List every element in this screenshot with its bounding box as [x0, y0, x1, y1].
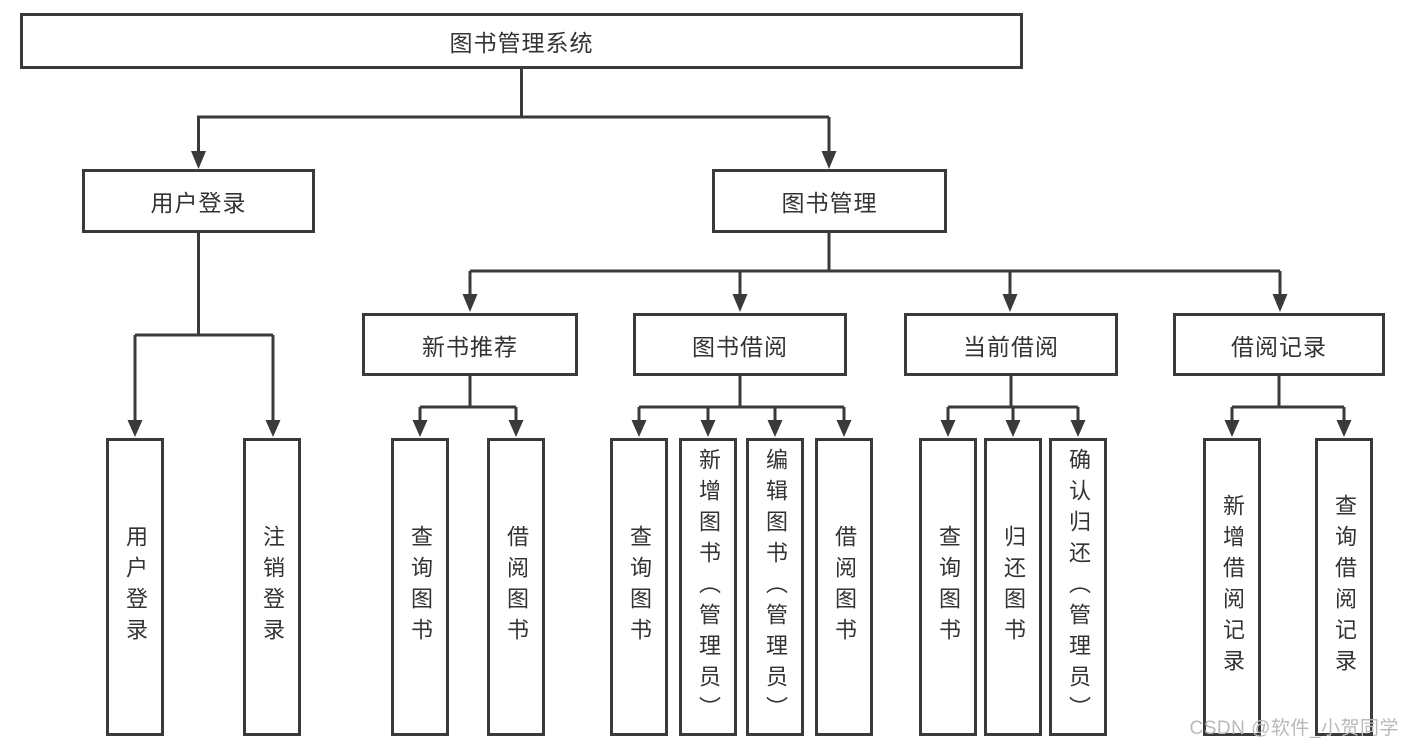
leaf-borrow-books: 借阅图书: [815, 438, 873, 736]
leaf-user-login-label: 用户登录: [123, 525, 148, 649]
node-user-login-label: 用户登录: [150, 190, 247, 216]
leaf-query-books-current-label: 查询图书: [936, 525, 961, 649]
leaf-query-books-recommend: 查询图书: [391, 438, 449, 736]
arrowhead-borrowing-records: [1272, 294, 1288, 312]
node-book-management-label: 图书管理: [781, 190, 878, 216]
leaf-confirm-return-admin-label: 确认归还（管理员）: [1066, 447, 1091, 727]
arrowhead-add-borrow-record: [1224, 420, 1240, 437]
node-borrowing-records: 借阅记录: [1173, 313, 1385, 376]
leaf-logout-label: 注销登录: [260, 525, 285, 649]
arrowhead-user-login: [191, 151, 206, 169]
arrowhead-borrow-books-recommend: [508, 420, 524, 437]
leaf-borrow-books-recommend-label: 借阅图书: [504, 525, 529, 649]
node-book-borrowing: 图书借阅: [633, 313, 847, 376]
leaf-query-books-borrow-label: 查询图书: [627, 525, 652, 649]
arrowhead-confirm-return-admin: [1070, 420, 1086, 437]
leaf-add-books-admin: 新增图书（管理员）: [679, 438, 737, 736]
node-book-management: 图书管理: [712, 169, 947, 233]
arrowhead-edit-books-admin: [767, 420, 783, 437]
node-book-borrowing-label: 图书借阅: [692, 333, 788, 360]
leaf-query-books-recommend-label: 查询图书: [408, 525, 433, 649]
arrowhead-query-books-current: [940, 420, 956, 437]
node-borrowing-records-label: 借阅记录: [1231, 333, 1327, 360]
leaf-query-books-borrow: 查询图书: [610, 438, 668, 736]
arrowhead-return-books: [1005, 420, 1021, 437]
leaf-add-borrow-record-label: 新增借阅记录: [1220, 494, 1245, 680]
leaf-query-books-current: 查询图书: [919, 438, 977, 736]
leaf-query-borrow-record-label: 查询借阅记录: [1332, 494, 1357, 680]
arrowhead-query-borrow-record: [1336, 420, 1352, 437]
arrowhead-book-borrowing: [732, 294, 748, 312]
node-root: 图书管理系统: [20, 13, 1023, 69]
arrowhead-new-book-recommend: [462, 294, 478, 312]
leaf-query-borrow-record: 查询借阅记录: [1315, 438, 1373, 736]
arrowhead-query-books-recommend: [412, 420, 428, 437]
csdn-watermark: CSDN @软件_小贺同学: [1189, 718, 1399, 739]
leaf-return-books-label: 归还图书: [1001, 525, 1026, 649]
leaf-edit-books-admin-label: 编辑图书（管理员）: [763, 447, 788, 727]
leaf-add-borrow-record: 新增借阅记录: [1203, 438, 1261, 736]
leaf-add-books-admin-label: 新增图书（管理员）: [696, 447, 721, 727]
arrowhead-current-borrowing: [1002, 294, 1018, 312]
leaf-borrow-books-recommend: 借阅图书: [487, 438, 545, 736]
leaf-user-login: 用户登录: [106, 438, 164, 736]
leaf-logout: 注销登录: [243, 438, 301, 736]
leaf-edit-books-admin: 编辑图书（管理员）: [746, 438, 804, 736]
arrowhead-user-login-leaf: [127, 420, 143, 437]
arrowhead-query-books-borrow: [631, 420, 647, 437]
leaf-return-books: 归还图书: [984, 438, 1042, 736]
node-current-borrowing-label: 当前借阅: [963, 333, 1059, 360]
arrowhead-logout: [265, 420, 281, 437]
arrowhead-book-management: [821, 151, 837, 169]
node-new-book-recommend-label: 新书推荐: [422, 333, 518, 360]
arrowhead-add-books-admin: [700, 420, 716, 437]
connector-edges: [133, 69, 1346, 421]
arrowhead-borrow-books: [836, 420, 852, 437]
node-user-login: 用户登录: [82, 169, 315, 233]
leaf-confirm-return-admin: 确认归还（管理员）: [1049, 438, 1107, 736]
node-current-borrowing: 当前借阅: [904, 313, 1118, 376]
leaf-borrow-books-label: 借阅图书: [832, 525, 857, 649]
node-new-book-recommend: 新书推荐: [362, 313, 578, 376]
arrowheads: [127, 151, 1352, 437]
node-root-label: 图书管理系统: [449, 30, 594, 56]
